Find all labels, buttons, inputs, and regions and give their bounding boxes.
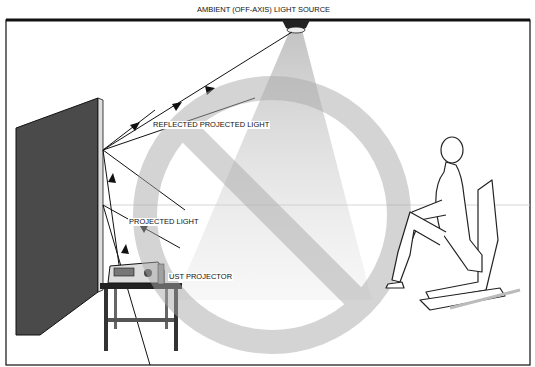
seated-viewer: [386, 137, 520, 310]
ceiling: [6, 19, 530, 22]
callout-label: AMBIENT (OFF-AXIS) LIGHT SOURCE: [196, 6, 331, 14]
projection-screen: [16, 98, 98, 335]
room-wall: [6, 20, 530, 365]
screen-edge: [98, 98, 103, 292]
callout-label: REFLECTED PROJECTED LIGHT: [152, 121, 270, 129]
prohibition-sign: [145, 88, 399, 342]
light-cone: [175, 30, 372, 300]
lamp-lens: [287, 27, 305, 33]
callout-label: PROJECTED LIGHT: [128, 218, 200, 226]
callout-label: UST PROJECTOR: [168, 273, 233, 281]
